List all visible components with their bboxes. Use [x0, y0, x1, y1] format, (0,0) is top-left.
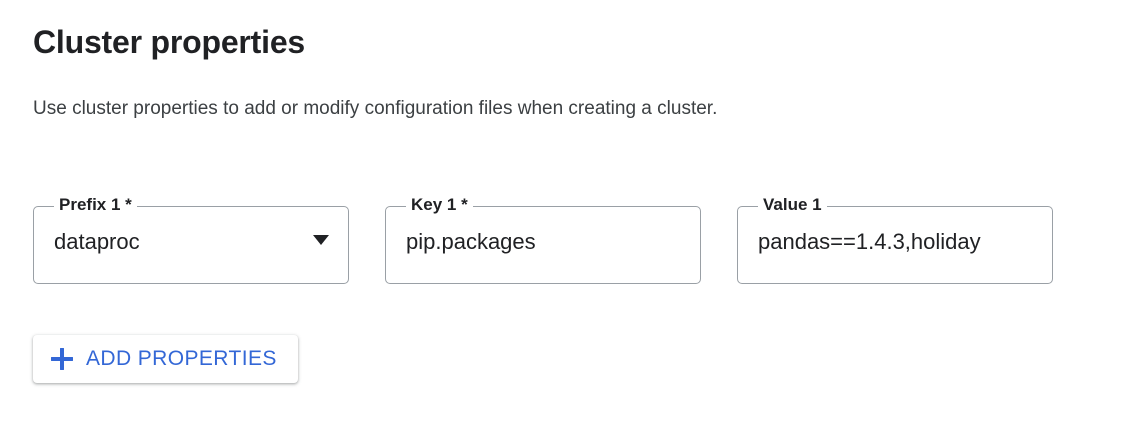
- add-properties-button[interactable]: ADD PROPERTIES: [33, 335, 298, 383]
- plus-icon: [51, 348, 73, 370]
- page-description: Use cluster properties to add or modify …: [33, 98, 718, 119]
- prefix-field-label: Prefix 1 *: [54, 194, 137, 216]
- prefix-field[interactable]: Prefix 1 * dataproc: [33, 194, 349, 284]
- value-field-value[interactable]: pandas==1.4.3,holiday: [758, 229, 981, 254]
- page-title: Cluster properties: [33, 24, 306, 60]
- value-field-label: Value 1: [758, 194, 827, 216]
- value-field[interactable]: Value 1 pandas==1.4.3,holiday: [737, 194, 1053, 284]
- add-properties-button-label: ADD PROPERTIES: [86, 347, 277, 370]
- key-field-value[interactable]: pip.packages: [406, 229, 536, 254]
- key-field[interactable]: Key 1 * pip.packages: [385, 194, 701, 284]
- chevron-down-icon[interactable]: [313, 235, 329, 245]
- key-field-label: Key 1 *: [406, 194, 473, 216]
- prefix-field-value[interactable]: dataproc: [54, 229, 140, 254]
